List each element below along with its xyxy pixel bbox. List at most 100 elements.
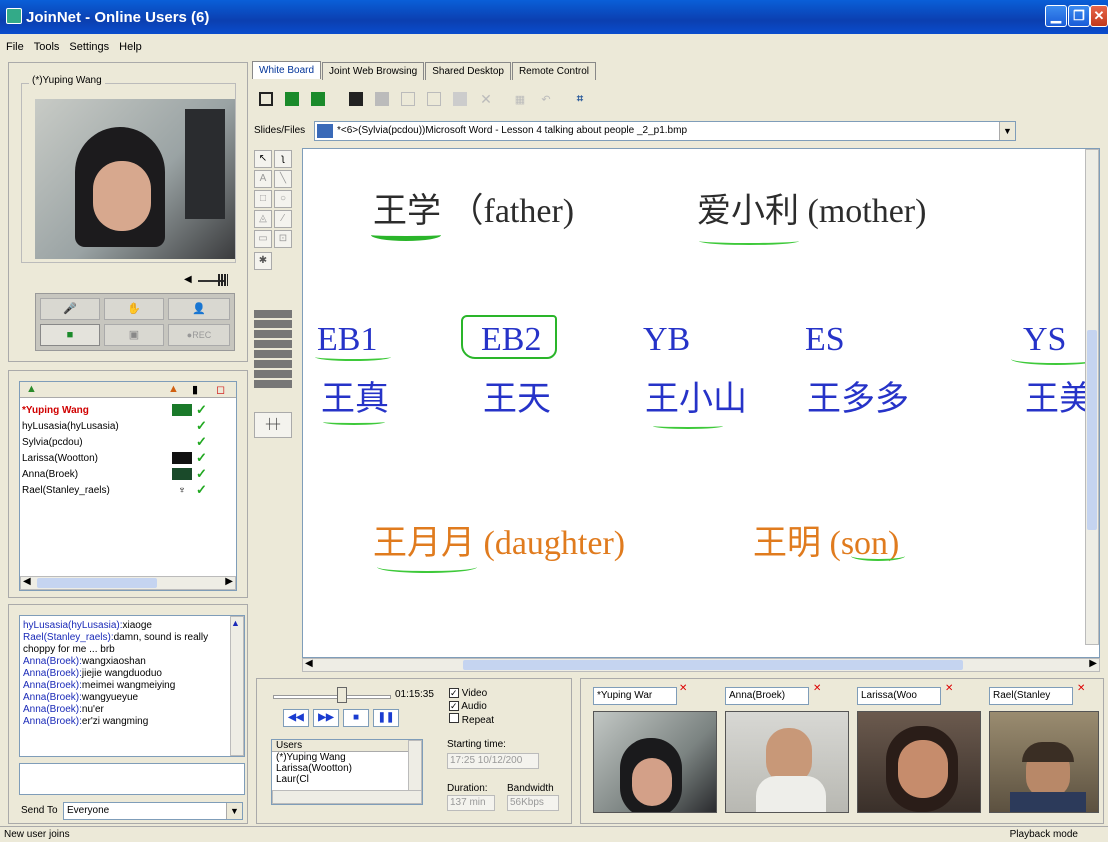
menu-file[interactable]: File (6, 41, 24, 53)
close-icon[interactable]: ✕ (945, 683, 954, 694)
send-to-select[interactable]: Everyone ▼ (63, 802, 243, 820)
video-on-icon[interactable]: ■ (40, 324, 100, 346)
prev-slide-icon[interactable] (282, 90, 302, 108)
underline-mark (1011, 353, 1099, 365)
menu-help[interactable]: Help (119, 41, 142, 53)
lock-icon[interactable] (450, 90, 470, 108)
users-list[interactable]: ▲ ▲ ▮ ◻ *Yuping Wang✓ hyLusasia(hyLusasi… (19, 381, 237, 591)
window-title: JoinNet - Online Users (6) (26, 8, 210, 26)
close-icon[interactable]: ✕ (679, 683, 688, 694)
export-icon[interactable]: ▦ (514, 93, 526, 106)
line-icon[interactable]: ╲ (274, 170, 292, 188)
pointer-icon[interactable]: ↖ (254, 150, 272, 168)
open-icon[interactable] (256, 90, 276, 108)
eraser-icon[interactable]: ▭ (254, 230, 272, 248)
fast-forward-icon[interactable]: ▶▶ (313, 709, 339, 727)
print-icon[interactable] (424, 90, 444, 108)
menu-settings[interactable]: Settings (69, 41, 110, 53)
list-item[interactable]: Laur(Cl (276, 774, 309, 784)
playback-users-list[interactable]: Users (*)Yuping Wang Larissa(Wootton) La… (271, 739, 423, 805)
speaker-icon: ◀ (184, 274, 192, 285)
users-scrollbar[interactable] (408, 740, 422, 792)
user-icon[interactable]: 👤 (168, 298, 230, 320)
video-feed-select[interactable]: Larissa(Woo (857, 687, 941, 705)
audio-checkbox[interactable]: ✓ Audio (449, 701, 487, 712)
undo-icon[interactable]: ↶ (541, 93, 551, 106)
video-feed-select[interactable]: Rael(Stanley (989, 687, 1073, 705)
tab-remote-control[interactable]: Remote Control (511, 62, 596, 80)
users-scrollbar[interactable]: ◀ ▶ (20, 576, 236, 590)
wb-code-ys: YS (1023, 321, 1067, 358)
rect-icon[interactable]: □ (254, 190, 272, 208)
ellipse-icon[interactable]: ○ (274, 190, 292, 208)
hand-icon[interactable]: ✋ (104, 298, 164, 320)
video-feed-select[interactable]: *Yuping War (593, 687, 677, 705)
close-button[interactable]: ✕ (1090, 5, 1108, 27)
whiteboard-vscroll[interactable] (1085, 149, 1099, 645)
user-row[interactable]: *Yuping Wang✓ (22, 402, 232, 418)
slider-thumb[interactable] (337, 687, 347, 703)
chat-scrollbar[interactable]: ▲ (230, 616, 244, 756)
close-icon[interactable]: ✕ (813, 683, 822, 694)
video-checkbox[interactable]: ✓ Video (449, 688, 488, 699)
mic-icon[interactable]: 🎤 (40, 298, 100, 320)
new-page-icon[interactable] (398, 90, 418, 108)
chat-line: Anna(Broek):wangyueyue (23, 692, 139, 703)
pen-icon[interactable]: ʅ (274, 150, 292, 168)
tab-white-board[interactable]: White Board (252, 61, 322, 79)
whiteboard-hscroll[interactable]: ◀ ▶ (302, 658, 1100, 672)
slides-select[interactable]: *<6>(Sylvia(pcdou))Microsoft Word - Less… (314, 121, 1016, 141)
fit-icon[interactable]: ⌗ (576, 92, 584, 105)
audio-col-icon: ▲ (168, 383, 179, 395)
brush-icon[interactable]: ⁄ (274, 210, 292, 228)
chat-line: Rael(Stanley_raels):damn, sound is reall… (23, 632, 209, 655)
laser-icon[interactable]: ✱ (254, 252, 272, 270)
line-width-icon[interactable]: ┼┼ (254, 412, 292, 438)
chat-log[interactable]: hyLusasia(hyLusasia):xiaoge Rael(Stanley… (19, 615, 245, 757)
close-icon[interactable]: ✕ (1077, 683, 1086, 694)
playback-slider[interactable] (273, 695, 391, 699)
tab-shared-desktop[interactable]: Shared Desktop (425, 62, 511, 80)
rewind-icon[interactable]: ◀◀ (283, 709, 309, 727)
text-icon[interactable]: A (254, 170, 272, 188)
color-palette-icon[interactable] (254, 310, 292, 388)
list-item[interactable]: (*)Yuping Wang (276, 752, 346, 763)
users-hscrollbar[interactable] (272, 790, 422, 804)
user-row[interactable]: Sylvia(pcdou)✓ (22, 434, 232, 450)
wb-text-mother: 爱小利 (mother) (697, 193, 927, 230)
user-row[interactable]: Larissa(Wootton)✓ (22, 450, 232, 466)
user-name: Anna(Broek) (22, 468, 79, 480)
underline-mark (653, 423, 723, 429)
video-feed (593, 711, 717, 813)
select-icon[interactable]: ⊡ (274, 230, 292, 248)
wb-code-eb2: EB2 (481, 321, 542, 358)
stop-icon[interactable]: ■ (343, 709, 369, 727)
copy-icon[interactable] (372, 90, 392, 108)
repeat-checkbox[interactable]: Repeat (449, 713, 494, 727)
record-icon[interactable]: ●REC (168, 324, 230, 346)
user-row[interactable]: Rael(Stanley_raels)♆✓ (22, 482, 232, 498)
screen-icon[interactable]: ▣ (104, 324, 164, 346)
check-icon: ✓ (196, 434, 207, 449)
list-item[interactable]: Larissa(Wootton) (276, 763, 352, 774)
tab-joint-web-browsing[interactable]: Joint Web Browsing (322, 62, 425, 80)
save-icon[interactable] (346, 90, 366, 108)
image-file-icon (317, 124, 333, 138)
fill-icon[interactable]: ◬ (254, 210, 272, 228)
pause-icon[interactable]: ❚❚ (373, 709, 399, 727)
user-row[interactable]: Anna(Broek)✓ (22, 466, 232, 482)
video-feed-select[interactable]: Anna(Broek) (725, 687, 809, 705)
whiteboard-canvas[interactable]: 王学 （father) 爱小利 (mother) EB1 EB2 YB ES Y… (302, 148, 1100, 658)
chat-input[interactable] (19, 763, 245, 795)
maximize-button[interactable]: ❐ (1068, 5, 1090, 27)
status-bar: New user joins Playback mode (0, 826, 1108, 842)
underline-mark (323, 419, 385, 425)
volume-meter[interactable]: ◀ (184, 274, 234, 286)
next-slide-icon[interactable] (308, 90, 328, 108)
check-icon: ✓ (196, 402, 207, 417)
user-name: Larissa(Wootton) (22, 452, 98, 464)
minimize-button[interactable]: ▁ (1045, 5, 1067, 27)
user-row[interactable]: hyLusasia(hyLusasia)✓ (22, 418, 232, 434)
delete-icon[interactable]: ✕ (480, 90, 492, 107)
menu-tools[interactable]: Tools (33, 41, 60, 53)
